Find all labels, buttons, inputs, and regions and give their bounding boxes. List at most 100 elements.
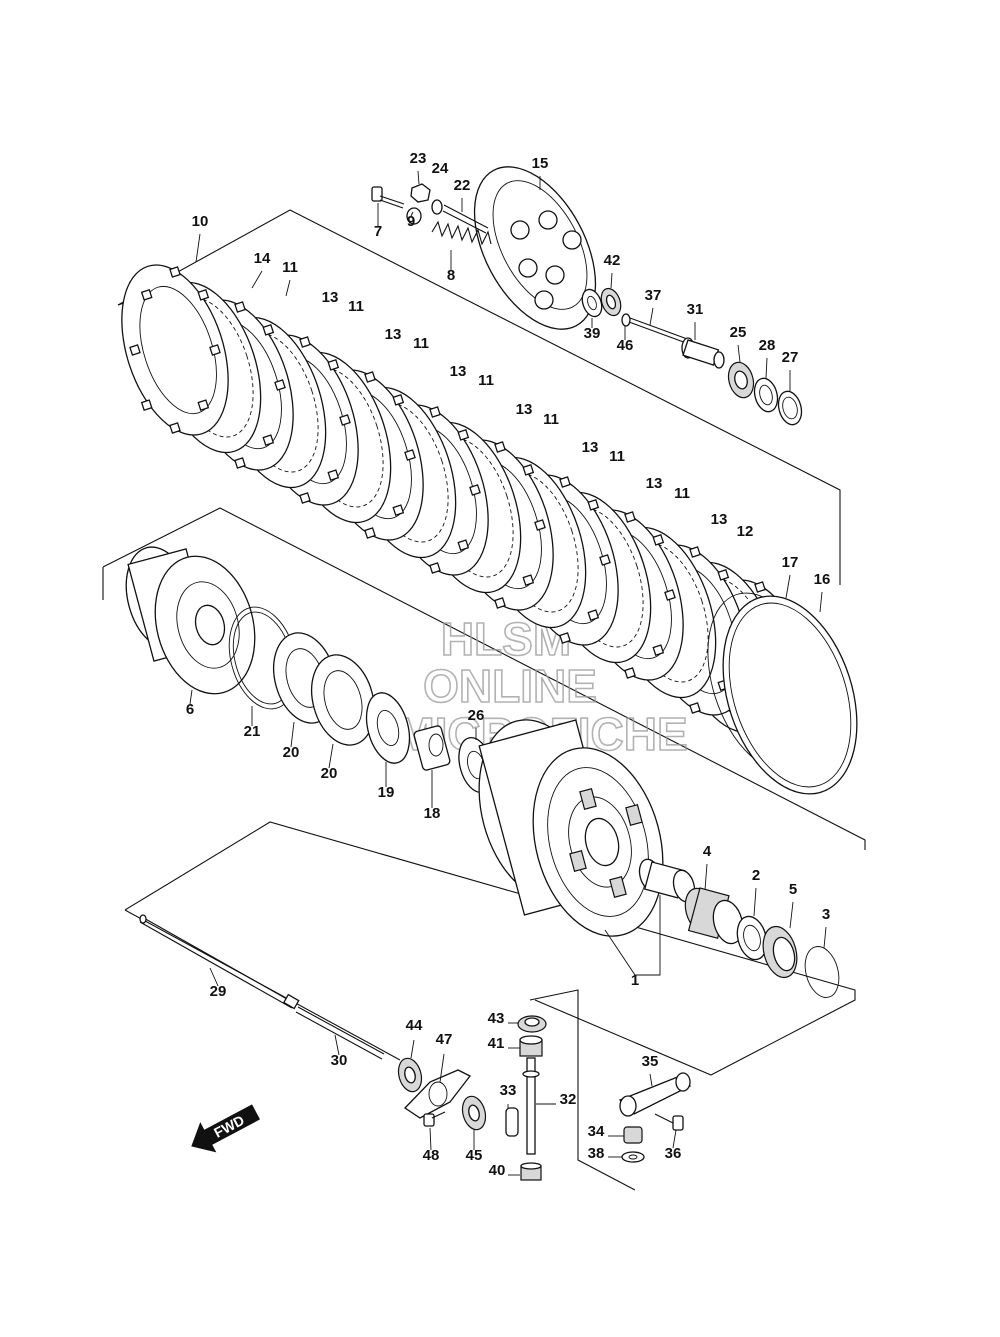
clutch-plate-stack bbox=[102, 251, 814, 751]
part-callout-12: 12 bbox=[737, 523, 754, 540]
part-callout-35: 35 bbox=[642, 1053, 659, 1070]
washer-28[interactable] bbox=[751, 376, 781, 415]
push-rod-30[interactable] bbox=[295, 1006, 385, 1060]
part-callout-7: 7 bbox=[374, 223, 382, 240]
part-callout-22: 22 bbox=[454, 177, 471, 194]
part-callout-8: 8 bbox=[447, 267, 455, 284]
part-callout-24: 24 bbox=[432, 160, 449, 177]
fwd-direction-arrow: FWD bbox=[191, 1104, 260, 1153]
part-callout-13: 13 bbox=[582, 439, 599, 456]
part-callout-27: 27 bbox=[782, 349, 799, 366]
bearing-25[interactable] bbox=[725, 360, 757, 401]
part-callout-15: 15 bbox=[532, 155, 549, 172]
part-callout-20: 20 bbox=[283, 744, 300, 761]
washer-24[interactable] bbox=[431, 199, 443, 215]
frame-release-mechanism bbox=[529, 989, 636, 1191]
part-callout-21: 21 bbox=[244, 723, 261, 740]
leader-lines bbox=[189, 170, 827, 1176]
washer-27[interactable] bbox=[775, 389, 805, 428]
nut-23[interactable] bbox=[410, 183, 431, 203]
primary-driven-gear-assembly[interactable] bbox=[460, 706, 683, 951]
part-callout-11: 11 bbox=[543, 411, 559, 428]
spring-ring-16[interactable] bbox=[700, 579, 881, 811]
part-callout-47: 47 bbox=[436, 1031, 453, 1048]
washer-39[interactable] bbox=[579, 287, 605, 319]
bearing-40[interactable] bbox=[520, 1162, 542, 1181]
spacer-2[interactable] bbox=[733, 913, 771, 963]
part-callout-11: 11 bbox=[609, 448, 625, 465]
part-callout-41: 41 bbox=[488, 1035, 505, 1052]
push-piece-31[interactable] bbox=[681, 337, 725, 369]
part-callout-11: 11 bbox=[674, 485, 690, 502]
nut-46[interactable] bbox=[621, 313, 631, 327]
part-callout-42: 42 bbox=[604, 252, 621, 269]
part-callout-16: 16 bbox=[814, 571, 831, 588]
part-callout-11: 11 bbox=[348, 298, 364, 315]
release-arm-35[interactable] bbox=[618, 1072, 692, 1117]
part-callout-28: 28 bbox=[759, 337, 776, 354]
spacer-1-sleeve[interactable] bbox=[636, 857, 698, 904]
part-callout-19: 19 bbox=[378, 784, 395, 801]
pressure-plate[interactable] bbox=[450, 147, 621, 349]
washer-9[interactable] bbox=[406, 207, 422, 225]
clutch-spring-8[interactable] bbox=[431, 220, 492, 246]
hub-18[interactable] bbox=[413, 725, 451, 771]
circlip-3[interactable] bbox=[800, 943, 844, 1002]
part-callout-17: 17 bbox=[782, 554, 799, 571]
clutch-bolt-7[interactable] bbox=[371, 186, 405, 209]
friction-plate[interactable] bbox=[102, 251, 248, 448]
part-callout-23: 23 bbox=[410, 150, 427, 167]
pin-33[interactable] bbox=[505, 1107, 519, 1137]
part-callout-6: 6 bbox=[186, 701, 194, 718]
rod-22[interactable] bbox=[442, 204, 489, 234]
oil-seal-44[interactable] bbox=[395, 1056, 425, 1095]
bearing-43[interactable] bbox=[517, 1015, 547, 1033]
bolt-36[interactable] bbox=[654, 1113, 684, 1131]
part-callout-33: 33 bbox=[500, 1082, 517, 1099]
part-callout-9: 9 bbox=[407, 213, 415, 230]
bearing-5[interactable] bbox=[758, 923, 802, 982]
part-callout-20: 20 bbox=[321, 765, 338, 782]
needle-bearing-4[interactable] bbox=[681, 885, 747, 947]
spring-seat-19[interactable] bbox=[359, 688, 416, 768]
part-callout-40: 40 bbox=[489, 1162, 506, 1179]
part-callout-11: 11 bbox=[478, 372, 494, 389]
spring-washer-20b[interactable] bbox=[302, 648, 384, 752]
part-callout-5: 5 bbox=[789, 881, 797, 898]
watermark-line2: ONLINE bbox=[423, 660, 597, 712]
bolt-48[interactable] bbox=[423, 1111, 446, 1127]
part-callout-13: 13 bbox=[385, 326, 402, 343]
release-shaft-32[interactable] bbox=[522, 1057, 540, 1155]
fwd-arrow-icon bbox=[191, 1104, 260, 1153]
part-callout-4: 4 bbox=[703, 843, 712, 860]
part-callout-1: 1 bbox=[631, 972, 639, 989]
part-callout-45: 45 bbox=[466, 1147, 483, 1164]
part-callout-30: 30 bbox=[331, 1052, 348, 1069]
bearing-45[interactable] bbox=[459, 1094, 489, 1133]
plate-47[interactable] bbox=[403, 1069, 471, 1119]
part-callout-48: 48 bbox=[423, 1147, 440, 1164]
clutch-sleeve-hub[interactable] bbox=[116, 539, 270, 705]
push-rod-29[interactable] bbox=[139, 914, 300, 1010]
part-callout-13: 13 bbox=[646, 475, 663, 492]
part-callout-10: 10 bbox=[192, 213, 209, 230]
part-callout-46: 46 bbox=[617, 337, 634, 354]
part-callout-43: 43 bbox=[488, 1010, 505, 1027]
part-callout-14: 14 bbox=[254, 250, 271, 267]
push-rod-37[interactable] bbox=[628, 317, 691, 345]
part-callout-34: 34 bbox=[588, 1123, 605, 1140]
part-callout-44: 44 bbox=[406, 1017, 423, 1034]
spring-34[interactable] bbox=[623, 1126, 643, 1144]
part-callout-29: 29 bbox=[210, 983, 227, 1000]
part-callout-32: 32 bbox=[560, 1091, 577, 1108]
part-callout-25: 25 bbox=[730, 324, 747, 341]
part-callout-2: 2 bbox=[752, 867, 760, 884]
part-callout-11: 11 bbox=[413, 335, 429, 352]
part-callout-13: 13 bbox=[516, 401, 533, 418]
bearing-41[interactable] bbox=[519, 1035, 543, 1057]
washer-38[interactable] bbox=[621, 1151, 645, 1163]
bearing-42[interactable] bbox=[598, 286, 624, 318]
part-callout-13: 13 bbox=[322, 289, 339, 306]
